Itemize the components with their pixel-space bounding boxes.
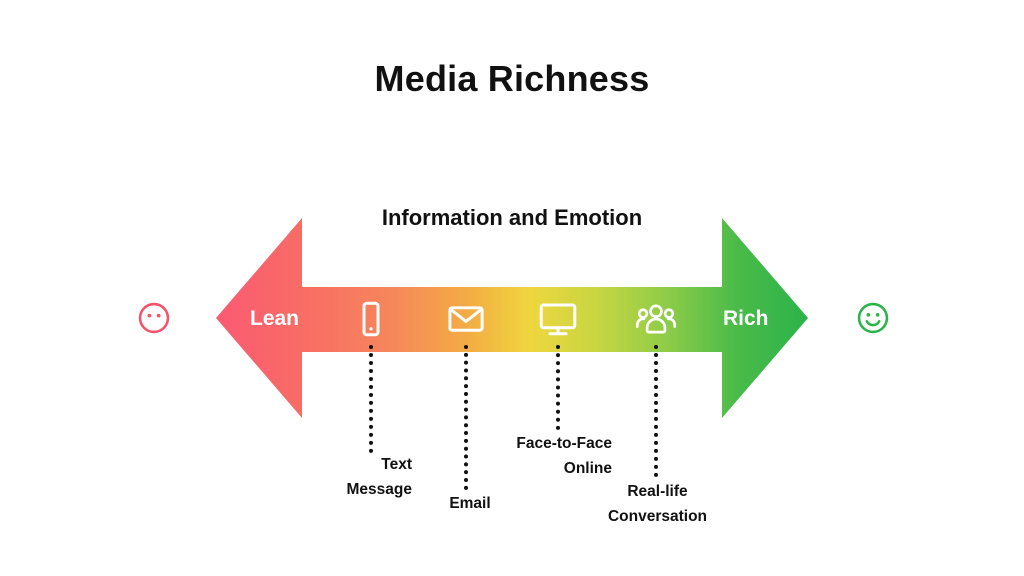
callout-text-message: Text Message: [262, 452, 412, 502]
callout-line: Conversation: [607, 508, 708, 526]
callout-line: Text: [381, 456, 412, 473]
callout-line: Message: [346, 481, 412, 499]
arrow-shape: [216, 218, 808, 418]
callout-line: Face-to-Face: [516, 435, 612, 452]
rich-end-label: Rich: [723, 307, 769, 330]
smiley-face-icon: [855, 300, 891, 336]
page-title: Media Richness: [374, 58, 650, 99]
envelope-icon: [445, 298, 487, 340]
callout-email: Email: [411, 491, 529, 516]
callout-real-life-conversation: Real-life Conversation: [580, 479, 735, 529]
neutral-face-icon: [136, 300, 172, 336]
connector-line-face-to-face: [556, 345, 564, 430]
connector-line-text-message: [369, 345, 377, 453]
callout-line: Real-life: [627, 483, 688, 500]
connector-line-real-life: [654, 345, 662, 477]
people-group-icon: [635, 298, 677, 340]
lean-end-label: Lean: [250, 307, 300, 330]
callout-face-to-face-online: Face-to-Face Online: [430, 431, 612, 481]
callout-line: Email: [449, 495, 491, 512]
mobile-phone-icon: [350, 298, 392, 340]
monitor-icon: [537, 298, 579, 340]
arrow-subtitle-label: Information and Emotion: [381, 205, 643, 230]
callout-line: Online: [563, 460, 612, 478]
connector-line-email: [464, 345, 472, 490]
